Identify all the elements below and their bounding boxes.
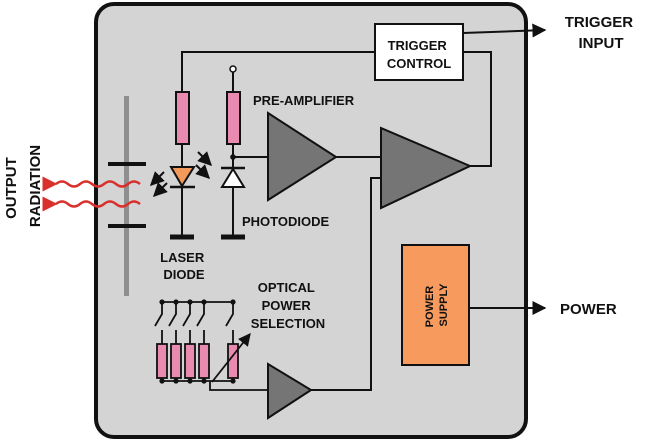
radiation-wave-icon xyxy=(54,169,141,208)
trigger-control-label: TRIGGER CONTROL xyxy=(387,38,451,71)
photodiode-branch xyxy=(195,65,268,240)
trigger-input-label: TRIGGER INPUT xyxy=(565,14,638,52)
pre-amplifier-label: PRE-AMPLIFIER xyxy=(253,93,355,108)
trigger-control-box xyxy=(374,23,464,81)
power-supply-label: POWER SUPPLY xyxy=(424,283,450,328)
pre-amplifier-triangle-icon xyxy=(267,111,338,202)
switch-icon xyxy=(154,302,234,344)
laser-diode-icon xyxy=(169,166,196,188)
resistor-icon xyxy=(226,91,241,145)
power-selection-bank xyxy=(154,299,268,391)
power-supply-box xyxy=(401,244,470,366)
laser-diode-label: LASER DIODE xyxy=(160,250,208,282)
reference-wire xyxy=(311,177,381,391)
photodiode-label: PHOTODIODE xyxy=(242,214,329,229)
comparator-amplifier-triangle-icon xyxy=(380,126,473,210)
resistor-icon xyxy=(175,91,190,145)
output-radiation-label: OUTPUT RADIATION xyxy=(3,145,44,227)
trigger-wires xyxy=(181,23,547,167)
laser-diode-branch xyxy=(150,90,196,240)
power-label: POWER xyxy=(560,301,617,318)
lens-plates xyxy=(108,162,146,228)
optical-window-lens xyxy=(124,96,129,296)
optical-power-selection-label: OPTICAL POWER SELECTION xyxy=(251,280,325,331)
reference-amplifier-triangle-icon xyxy=(267,362,313,420)
